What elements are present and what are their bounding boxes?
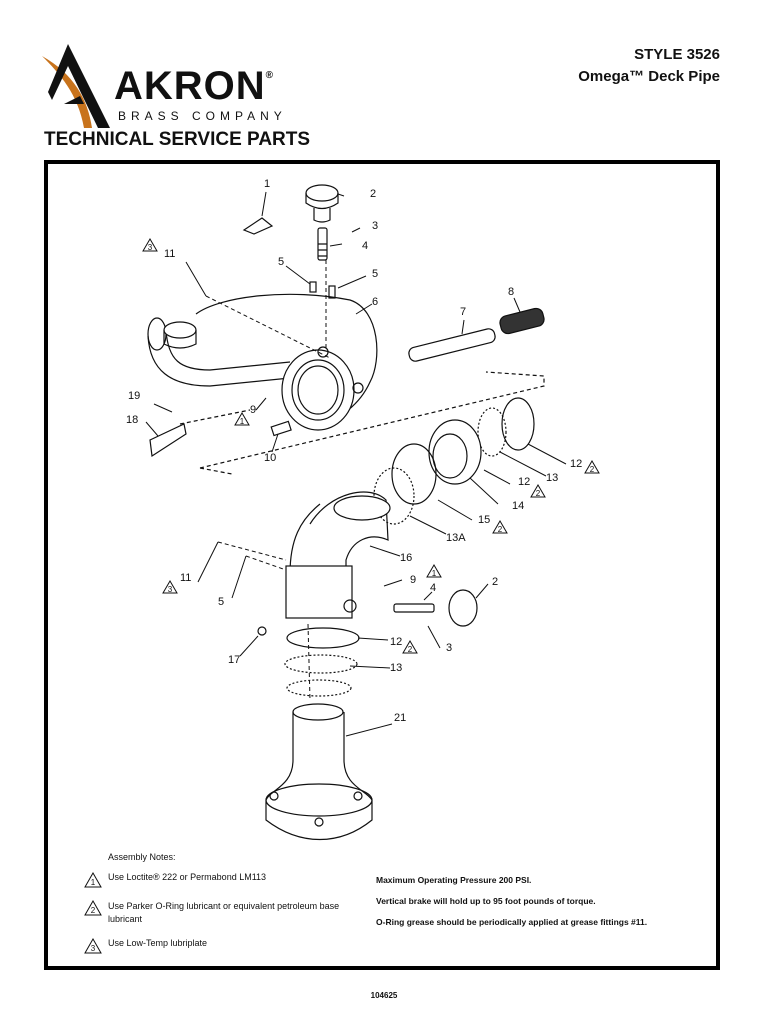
warning-triangle-icon: 1 — [84, 872, 102, 888]
note-marker: 1 — [426, 564, 442, 578]
callout-12: 12 — [570, 458, 583, 470]
svg-text:2: 2 — [91, 906, 96, 915]
assembly-notes-title: Assembly Notes: — [108, 852, 176, 862]
note-marker: 2 — [584, 460, 600, 474]
callout-3: 3 — [372, 220, 379, 232]
callout-5: 5 — [218, 596, 225, 608]
note-marker: 2 — [530, 484, 546, 498]
assembly-notes: Assembly Notes: 1 Use Loctite® 222 or Pe… — [84, 852, 344, 966]
section-title: TECHNICAL SERVICE PARTS — [44, 129, 311, 150]
callout-14: 14 — [512, 500, 525, 512]
spec-grease: O-Ring grease should be periodically app… — [376, 917, 648, 927]
akron-logo-mark — [42, 44, 110, 128]
callout-4: 4 — [362, 240, 369, 252]
callout-10: 10 — [264, 452, 277, 464]
callout-9: 9 — [250, 404, 257, 416]
callout-11: 11 — [180, 572, 192, 584]
callout-13a: 13A — [446, 532, 466, 544]
callout-17: 17 — [228, 654, 241, 666]
callout-15: 15 — [478, 514, 491, 526]
spec-brake: Vertical brake will hold up to 95 foot p… — [376, 896, 596, 906]
document-number: 104625 — [370, 991, 398, 1000]
assembly-note: 1 Use Loctite® 222 or Permabond LM113 — [84, 872, 344, 888]
callout-2: 2 — [492, 576, 499, 588]
product-title: STYLE 3526 Omega™ Deck Pipe — [578, 44, 720, 88]
callout-4: 4 — [430, 582, 437, 594]
callout-16: 16 — [400, 552, 413, 564]
warning-triangle-icon: 3 — [84, 938, 102, 954]
spec-pressure: Maximum Operating Pressure 200 PSI. — [376, 875, 532, 885]
assembly-note-text: Use Low-Temp lubriplate — [108, 938, 208, 948]
callout-7: 7 — [460, 306, 467, 318]
callout-5: 5 — [278, 256, 285, 268]
callout-9: 9 — [410, 574, 417, 586]
brand-name: AKRON® — [114, 64, 275, 108]
callout-13: 13 — [390, 662, 403, 674]
style-number: STYLE 3526 — [634, 46, 720, 63]
specifications: Maximum Operating Pressure 200 PSI. Vert… — [376, 870, 647, 933]
callout-21: 21 — [394, 712, 407, 724]
warning-triangle-icon: 2 — [84, 900, 102, 916]
callout-18: 18 — [126, 414, 139, 426]
product-name: Omega™ Deck Pipe — [578, 68, 720, 85]
note-marker: 3 — [142, 238, 158, 252]
assembly-note: 2 Use Parker O-Ring lubricant or equival… — [84, 900, 344, 926]
diagram-frame — [44, 160, 720, 970]
note-marker: 3 — [162, 580, 178, 594]
svg-text:1: 1 — [91, 878, 96, 887]
assembly-note-text: Use Loctite® 222 or Permabond LM113 — [108, 872, 267, 882]
callout-3: 3 — [446, 642, 453, 654]
note-marker: 1 — [234, 412, 250, 426]
callout-1: 1 — [264, 178, 271, 190]
callout-11: 11 — [164, 248, 176, 260]
assembly-note: 3 Use Low-Temp lubriplate — [84, 938, 344, 954]
callout-8: 8 — [508, 286, 515, 298]
callout-2: 2 — [370, 188, 377, 200]
assembly-note-text: Use Parker O-Ring lubricant or equivalen… — [108, 901, 340, 924]
callout-19: 19 — [128, 390, 141, 402]
callout-5: 5 — [372, 268, 379, 280]
svg-text:3: 3 — [91, 944, 96, 953]
note-marker: 2 — [492, 520, 508, 534]
brand-subtitle: BRASS COMPANY — [118, 109, 287, 123]
callout-12: 12 — [390, 636, 403, 648]
note-marker: 2 — [402, 640, 418, 654]
callout-13: 13 — [546, 472, 559, 484]
callout-12: 12 — [518, 476, 531, 488]
callout-6: 6 — [372, 296, 379, 308]
